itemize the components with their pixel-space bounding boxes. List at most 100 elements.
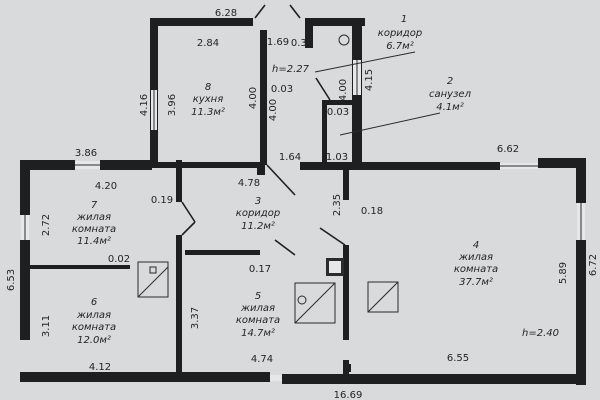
dim-1-69: 1.69 xyxy=(267,37,289,48)
room-8-number: 8 xyxy=(205,82,211,93)
partition-room4-lower xyxy=(343,245,349,340)
north-wall-west xyxy=(20,160,75,170)
door-entrance xyxy=(289,4,301,19)
kitchen-height: h=2.27 xyxy=(272,64,310,75)
dim-4-16: 4.16 xyxy=(139,94,150,116)
bathroom-north-wall xyxy=(322,100,352,105)
north-wall-far-east xyxy=(538,158,586,168)
dim-1-03: 1.03 xyxy=(326,152,348,163)
room-3-number: 3 xyxy=(255,196,261,207)
dim-0-19: 0.19 xyxy=(151,195,173,206)
room-6-name-2: комната xyxy=(72,322,116,333)
room-1-name: коридор xyxy=(378,28,422,39)
dim-3-96: 3.96 xyxy=(167,94,178,116)
room-7-name-1: жилая xyxy=(76,212,111,223)
room-2-number: 2 xyxy=(447,76,453,87)
fixtures xyxy=(137,34,399,372)
dim-4-00-inner: 4.00 xyxy=(268,99,279,121)
dim-0-03-bath: 0.03 xyxy=(327,107,349,118)
kitchen-east-wall xyxy=(260,30,267,165)
doors xyxy=(181,4,346,256)
room-4-name-1: жилая xyxy=(458,252,493,263)
room-3-area: 11.2м² xyxy=(241,221,275,232)
room-5-number: 5 xyxy=(255,291,261,302)
room-4-number: 4 xyxy=(473,240,479,251)
bathroom-west-wall xyxy=(322,100,327,165)
dim-4-20: 4.20 xyxy=(95,181,117,192)
fixture-room4 xyxy=(367,281,399,313)
dim-4-74: 4.74 xyxy=(251,354,273,365)
door-kitchen xyxy=(266,164,296,196)
dim-2-84: 2.84 xyxy=(197,38,219,49)
partition-room4-upper xyxy=(343,170,349,200)
dim-6-53: 6.53 xyxy=(6,269,17,291)
dim-0-03-kitchen: 0.03 xyxy=(271,84,293,95)
east-wall-lower xyxy=(576,240,586,385)
door-room4 xyxy=(319,227,346,246)
room-6-number: 6 xyxy=(91,297,97,308)
partition-room5-north xyxy=(185,250,260,255)
dim-6-55: 6.55 xyxy=(447,353,469,364)
dim-16-69: 16.69 xyxy=(334,390,363,400)
partition-room7-east-lower xyxy=(176,235,182,377)
door-room7 xyxy=(181,201,196,223)
room-5-name-2: комната xyxy=(236,315,280,326)
windows xyxy=(21,60,585,381)
room-1-area: 6.7м² xyxy=(386,41,413,52)
dim-4-00-kitchen: 4.00 xyxy=(248,87,259,109)
door-room5 xyxy=(274,239,296,256)
partition-room7-east-upper xyxy=(176,160,182,202)
room-8-name: кухня xyxy=(193,94,223,105)
meter-icon xyxy=(338,34,350,46)
dim-5-89: 5.89 xyxy=(558,262,569,284)
room-4-area: 37.7м² xyxy=(459,277,493,288)
partition-room6-room7 xyxy=(30,265,130,269)
dim-0-02: 0.02 xyxy=(108,254,130,265)
dim-3-11: 3.11 xyxy=(41,315,52,337)
fixture-room6 xyxy=(137,261,169,298)
corridor1-west-wall-stub xyxy=(305,18,313,48)
room-7-area: 11.4м² xyxy=(77,236,111,247)
dim-6-28: 6.28 xyxy=(215,8,237,19)
east-wall-upper xyxy=(576,158,586,203)
room-7-name-2: комната xyxy=(72,224,116,235)
room-3-name: коридор xyxy=(236,208,280,219)
fixture-room5-stove xyxy=(294,282,336,324)
room-labels: 1 коридор 6.7м² 2 санузел 4.1м² 3 коридо… xyxy=(72,14,559,346)
kitchen-south-wall xyxy=(158,162,260,168)
room-2-area: 4.1м² xyxy=(436,102,463,113)
room-6-name-1: жилая xyxy=(76,310,111,321)
dim-4-15: 4.15 xyxy=(364,69,375,91)
room-5-name-1: жилая xyxy=(240,303,275,314)
west-wall-lower xyxy=(20,240,30,340)
west-wall-upper xyxy=(20,160,30,215)
window-south xyxy=(270,375,282,381)
dim-6-62: 6.62 xyxy=(497,144,519,155)
dim-0-18: 0.18 xyxy=(361,206,383,217)
north-wall-east xyxy=(300,162,500,170)
room-6-area: 12.0м² xyxy=(77,335,111,346)
dim-2-35: 2.35 xyxy=(332,194,343,216)
door-bathroom xyxy=(315,77,331,101)
dim-1-64: 1.64 xyxy=(279,152,301,163)
north-wall-kitchen xyxy=(100,160,152,170)
dimension-labels: 6.28 2.84 1.69 0.36 4.16 3.96 4.00 4.00 … xyxy=(6,8,599,400)
kitchen-north-wall xyxy=(150,18,253,26)
room-1-number: 1 xyxy=(401,14,407,25)
dim-0-17: 0.17 xyxy=(249,264,271,275)
room-2-name: санузел xyxy=(429,89,472,100)
corridor1-north-wall xyxy=(305,18,365,26)
dim-6-72: 6.72 xyxy=(588,254,599,276)
dim-2-72: 2.72 xyxy=(41,214,52,236)
room-4-name-2: комната xyxy=(454,264,498,275)
room4-height: h=2.40 xyxy=(522,328,559,339)
leader-lines xyxy=(314,51,441,136)
dim-0-36: 0.36 xyxy=(291,38,313,49)
dim-4-78: 4.78 xyxy=(238,178,260,189)
dim-3-86: 3.86 xyxy=(75,148,97,159)
dim-4-00-bath: 4.00 xyxy=(338,79,349,101)
dim-3-37: 3.37 xyxy=(190,307,201,329)
south-wall-west xyxy=(20,372,270,382)
dim-4-12: 4.12 xyxy=(89,362,111,373)
